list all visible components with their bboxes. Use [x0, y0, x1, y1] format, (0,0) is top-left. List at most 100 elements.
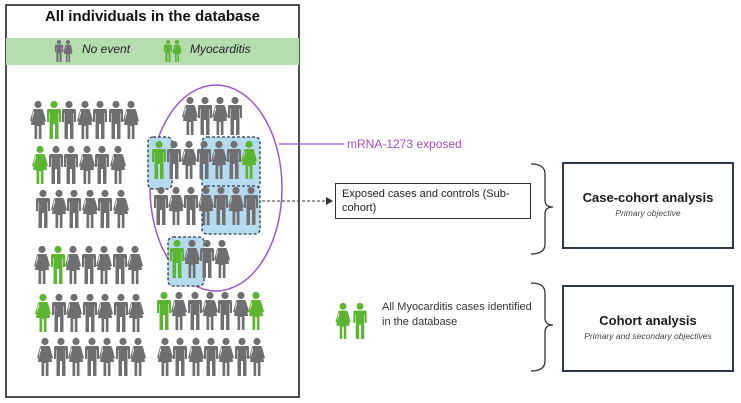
- person-female-icon: [37, 337, 53, 376]
- person-male-icon: [198, 96, 212, 135]
- person-male-icon: [214, 186, 228, 225]
- person-male-icon: [184, 186, 198, 225]
- person-male-icon: [244, 186, 258, 225]
- person-male-icon: [93, 100, 107, 139]
- person-female-icon: [97, 293, 113, 332]
- person-female-icon: [202, 291, 218, 330]
- person-male-icon: [98, 189, 112, 228]
- person-female-icon: [218, 337, 234, 376]
- person-female-icon: [128, 293, 144, 332]
- person-male-icon: [95, 145, 109, 184]
- subcohort-box: Exposed cases and controls (Sub-cohort): [335, 183, 531, 219]
- person-female-icon: [30, 100, 46, 139]
- all-cases-label: All Myocarditis cases identified in the …: [382, 301, 532, 328]
- person-male-icon: [113, 245, 127, 284]
- person-male-icon: [47, 100, 61, 139]
- person-female-icon: [130, 337, 146, 376]
- person-male-icon: [49, 145, 63, 184]
- person-male-icon: [163, 39, 173, 62]
- person-female-icon: [182, 96, 198, 135]
- person-male-icon: [54, 337, 68, 376]
- person-female-icon: [181, 140, 197, 179]
- person-male-icon: [200, 239, 214, 278]
- person-female-icon: [248, 291, 264, 330]
- person-male-icon: [235, 337, 249, 376]
- person-male-icon: [353, 302, 367, 339]
- case-cohort-title: Case-cohort analysis: [582, 190, 714, 205]
- person-female-icon: [184, 239, 200, 278]
- cohort-bracket: [530, 282, 554, 372]
- exposed-label: mRNA-1273 exposed: [347, 137, 462, 151]
- person-male-icon: [51, 245, 65, 284]
- person-female-icon: [172, 39, 182, 62]
- person-male-icon: [227, 140, 241, 179]
- person-female-icon: [77, 100, 93, 139]
- person-female-icon: [157, 337, 173, 376]
- person-female-icon: [211, 140, 227, 179]
- person-female-icon: [168, 186, 184, 225]
- person-male-icon: [114, 293, 128, 332]
- person-male-icon: [157, 291, 171, 330]
- person-female-icon: [110, 145, 126, 184]
- person-male-icon: [54, 39, 64, 62]
- person-male-icon: [83, 293, 97, 332]
- person-female-icon: [335, 302, 351, 339]
- person-female-icon: [96, 245, 112, 284]
- person-female-icon: [127, 245, 143, 284]
- subcohort-arrow-head: [326, 197, 333, 205]
- person-female-icon: [241, 140, 257, 179]
- person-female-icon: [66, 293, 82, 332]
- person-female-icon: [68, 337, 84, 376]
- person-female-icon: [233, 291, 249, 330]
- person-male-icon: [228, 96, 242, 135]
- person-female-icon: [171, 291, 187, 330]
- person-female-icon: [212, 96, 228, 135]
- person-female-icon: [82, 189, 98, 228]
- person-female-icon: [99, 337, 115, 376]
- legend-band: [6, 38, 299, 65]
- person-male-icon: [197, 140, 211, 179]
- person-female-icon: [79, 145, 95, 184]
- cohort-subtitle: Primary and secondary objectives: [584, 331, 712, 341]
- cohort-analysis-box: Cohort analysis Primary and secondary ob…: [562, 285, 734, 372]
- person-male-icon: [82, 245, 96, 284]
- cohort-title: Cohort analysis: [599, 313, 697, 328]
- person-male-icon: [52, 293, 66, 332]
- person-female-icon: [123, 100, 139, 139]
- person-male-icon: [218, 291, 232, 330]
- case-cohort-subtitle: Primary objective: [615, 208, 681, 218]
- person-male-icon: [167, 140, 181, 179]
- person-male-icon: [204, 337, 218, 376]
- person-female-icon: [188, 337, 204, 376]
- person-female-icon: [228, 186, 244, 225]
- person-male-icon: [170, 239, 184, 278]
- person-female-icon: [113, 189, 129, 228]
- person-female-icon: [214, 239, 230, 278]
- person-male-icon: [188, 291, 202, 330]
- person-male-icon: [154, 186, 168, 225]
- person-female-icon: [32, 145, 48, 184]
- person-male-icon: [152, 140, 166, 179]
- person-male-icon: [85, 337, 99, 376]
- person-male-icon: [109, 100, 123, 139]
- legend-myocarditis-label: Myocarditis: [190, 42, 251, 56]
- person-male-icon: [67, 189, 81, 228]
- case-cohort-bracket: [530, 163, 554, 255]
- person-male-icon: [36, 189, 50, 228]
- person-male-icon: [62, 100, 76, 139]
- legend-no-event-label: No event: [82, 42, 131, 56]
- person-female-icon: [35, 293, 51, 332]
- case-cohort-analysis-box: Case-cohort analysis Primary objective: [562, 162, 734, 249]
- person-male-icon: [173, 337, 187, 376]
- person-female-icon: [65, 245, 81, 284]
- person-male-icon: [64, 145, 78, 184]
- person-female-icon: [249, 337, 265, 376]
- population-figures: [30, 39, 367, 376]
- person-female-icon: [63, 39, 73, 62]
- person-female-icon: [34, 245, 50, 284]
- person-female-icon: [51, 189, 67, 228]
- person-male-icon: [116, 337, 130, 376]
- database-title: All individuals in the database: [44, 8, 261, 25]
